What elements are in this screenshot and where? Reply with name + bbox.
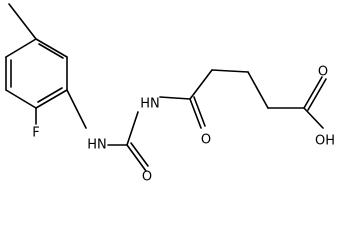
chain-bond-1 — [189, 69, 213, 100]
methyl-bond — [8, 3, 37, 40]
ring-bond-1 — [35, 38, 68, 58]
carbonyl-o-double — [193, 96, 206, 127]
nh-right-label: HN — [140, 97, 160, 112]
ring-bond-4 — [5, 89, 37, 109]
nh-to-carbonyl — [159, 96, 191, 100]
chemical-structure: F HN HN O O O OH — [5, 3, 335, 185]
structure-diagram: F HN HN O O O OH — [5, 3, 336, 185]
urea-c-o-double — [130, 142, 149, 167]
ring-bond-1-inner — [38, 43, 64, 59]
nh-left-label: HN — [87, 138, 107, 153]
ring-bond-3 — [35, 89, 68, 109]
fluorine-label: F — [32, 126, 39, 141]
keto-oxygen-label: O — [201, 133, 211, 148]
ring-bond-6 — [5, 38, 37, 58]
urea-c-o-bond — [126, 144, 147, 172]
hydroxyl-label: OH — [315, 134, 335, 149]
aryl-nh-bond — [66, 89, 87, 129]
carboxyl-c-oh-bond — [303, 107, 324, 129]
ring-bond-3-inner — [37, 87, 63, 103]
urea-oxygen-label: O — [142, 170, 152, 185]
carboxyl-c-o-bond — [303, 76, 323, 109]
carboxyl-oxygen-label: O — [318, 65, 328, 80]
carboxyl-c-o-double — [307, 78, 327, 111]
chain-bond-2 — [211, 69, 249, 73]
chain-bond-3 — [247, 71, 269, 109]
urea-carbon-to-nh — [126, 111, 139, 146]
carbonyl-o-bond — [189, 98, 202, 129]
